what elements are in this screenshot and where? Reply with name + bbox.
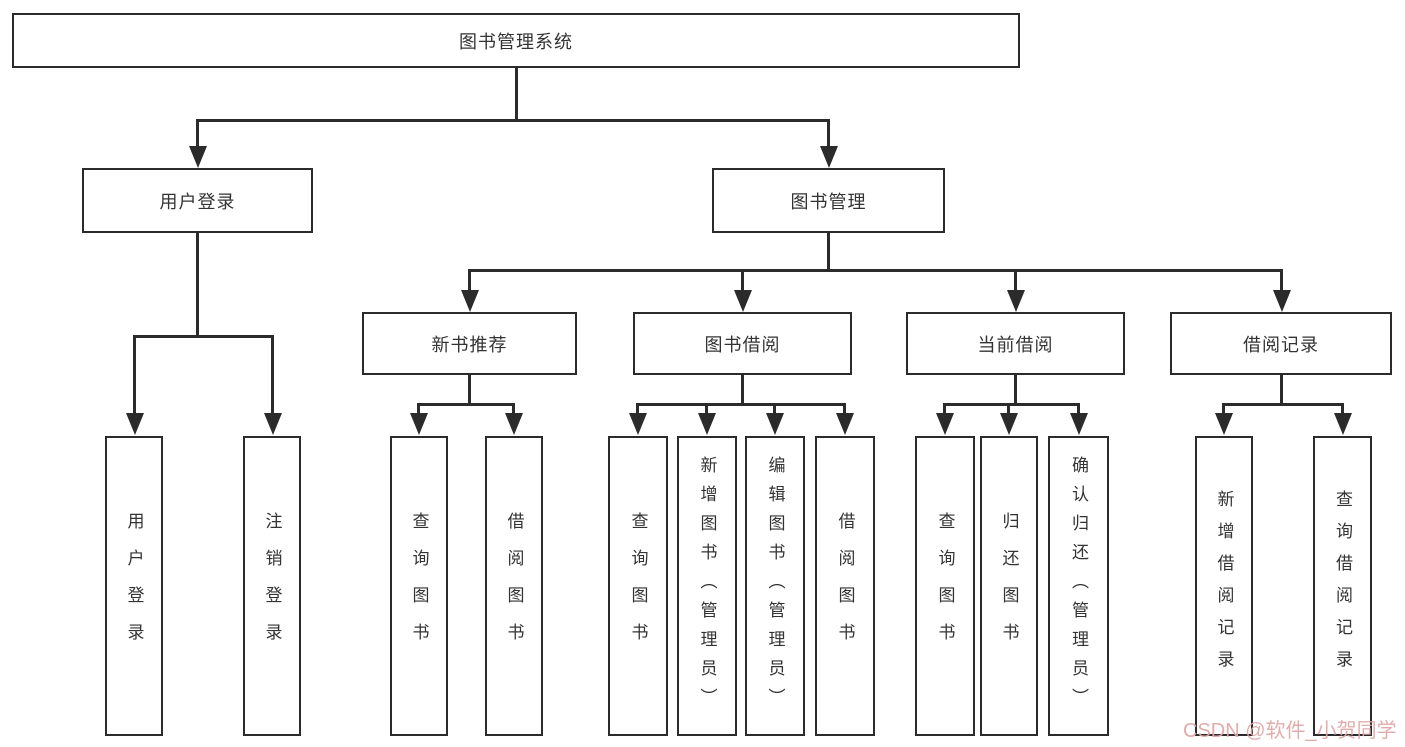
arrow-down-icon [1070, 413, 1088, 435]
leaf-current-confirm-return-admin: 确认归还（管理员） [1048, 436, 1109, 736]
arrow-down-icon [629, 413, 647, 435]
arrow-down-icon [410, 413, 428, 435]
connector-leaf-stem [943, 403, 946, 415]
arrow-down-icon [505, 413, 523, 435]
leaf-current-query-books: 查询图书 [915, 436, 975, 736]
connector-root-stem [515, 68, 518, 120]
node-new-book-rec-label: 新书推荐 [431, 334, 508, 355]
arrow-down-icon [698, 413, 716, 435]
leaf-newrec-query-books: 查询图书 [390, 436, 448, 736]
connector-userlogin-down [196, 231, 199, 335]
connector-bookmgmt-rail [468, 269, 1282, 272]
connector-leaf-stem [636, 403, 639, 415]
leaf-record-add: 新增借阅记录 [1195, 436, 1253, 736]
arrow-down-icon [820, 146, 838, 168]
csdn-watermark: CSDN @软件_小贺同学 [1183, 720, 1397, 742]
arrow-down-icon [189, 146, 207, 168]
connector-leaf-stem [773, 403, 776, 415]
connector-leaf-stem [1007, 403, 1010, 415]
connector-bookmgmt-down [827, 231, 830, 272]
arrow-down-icon [936, 413, 954, 435]
connector-leaf-stem [417, 403, 420, 415]
arrow-down-icon [1215, 413, 1233, 435]
arrow-down-icon [734, 290, 752, 312]
node-user-login-label: 用户登录 [159, 191, 236, 212]
node-book-mgmt-label: 图书管理 [790, 191, 867, 212]
leaf-borrow-add-books-admin-label: 新增图书（管理员） [697, 455, 717, 717]
connector-leaf-stem [1014, 269, 1017, 292]
connector-currentborrow-rail [943, 403, 1080, 406]
connector-leaf-stem [741, 269, 744, 292]
leaf-borrow-edit-books-admin-label: 编辑图书（管理员） [765, 455, 785, 717]
connector-borrowrecord-rail [1222, 403, 1344, 406]
connector-leaf-stem [271, 335, 274, 414]
connector-leaf-stem [512, 403, 515, 415]
leaf-borrow-borrow-books: 借阅图书 [815, 436, 875, 736]
node-book-borrow: 图书借阅 [633, 312, 852, 375]
arrow-down-icon [836, 413, 854, 435]
leaf-user-login: 用户登录 [105, 436, 163, 736]
connector-leaf-stem [843, 403, 846, 415]
node-current-borrow-label: 当前借阅 [977, 334, 1054, 355]
connector-leaf-stem [468, 269, 471, 292]
node-current-borrow: 当前借阅 [906, 312, 1125, 375]
connector-leaf-stem [705, 403, 708, 415]
leaf-newrec-borrow-books-label: 借阅图书 [504, 512, 524, 660]
leaf-current-return-books: 归还图书 [980, 436, 1038, 736]
node-root: 图书管理系统 [12, 13, 1020, 68]
connector-leaf-stem [1222, 403, 1225, 415]
node-root-label: 图书管理系统 [459, 31, 573, 52]
leaf-borrow-query-books-label: 查询图书 [628, 512, 648, 660]
node-borrow-record-label: 借阅记录 [1243, 334, 1319, 355]
leaf-record-add-label: 新增借阅记录 [1214, 490, 1234, 682]
leaf-logout: 注销登录 [243, 436, 301, 736]
arrow-down-icon [1007, 290, 1025, 312]
connector-borrowrecord-down [1280, 375, 1283, 406]
arrow-down-icon [1273, 290, 1291, 312]
connector-userlogin-stem [196, 119, 199, 148]
leaf-borrow-borrow-books-label: 借阅图书 [835, 512, 855, 660]
connector-newrec-down [468, 375, 471, 406]
connector-userlogin-rail [133, 335, 274, 338]
connector-newrec-rail [417, 403, 515, 406]
connector-leaf-stem [1077, 403, 1080, 415]
connector-bookborrow-down [741, 375, 744, 406]
leaf-current-query-books-label: 查询图书 [935, 512, 955, 660]
node-book-mgmt: 图书管理 [712, 168, 945, 233]
node-borrow-record: 借阅记录 [1170, 312, 1392, 375]
arrow-down-icon [1334, 413, 1352, 435]
connector-root-rail [196, 119, 830, 122]
node-book-borrow-label: 图书借阅 [704, 334, 781, 355]
leaf-user-login-label: 用户登录 [124, 512, 144, 660]
leaf-borrow-edit-books-admin: 编辑图书（管理员） [745, 436, 805, 736]
leaf-record-query-label: 查询借阅记录 [1333, 490, 1352, 682]
connector-currentborrow-down [1014, 375, 1017, 406]
arrow-down-icon [766, 413, 784, 435]
node-user-login: 用户登录 [82, 168, 313, 233]
leaf-borrow-query-books: 查询图书 [608, 436, 668, 736]
node-new-book-rec: 新书推荐 [362, 312, 577, 375]
connector-leaf-stem [133, 335, 136, 414]
leaf-newrec-query-books-label: 查询图书 [409, 512, 429, 660]
connector-bookborrow-rail [636, 403, 846, 406]
arrow-down-icon [126, 413, 144, 435]
leaf-current-confirm-return-admin-label: 确认归还（管理员） [1069, 455, 1088, 717]
arrow-down-icon [1000, 413, 1018, 435]
leaf-record-query: 查询借阅记录 [1313, 436, 1372, 736]
arrow-down-icon [264, 413, 282, 435]
arrow-down-icon [461, 290, 479, 312]
leaf-logout-label: 注销登录 [262, 512, 282, 660]
connector-leaf-stem [1280, 269, 1283, 292]
leaf-current-return-books-label: 归还图书 [999, 512, 1019, 660]
connector-leaf-stem [1341, 403, 1344, 415]
leaf-newrec-borrow-books: 借阅图书 [485, 436, 543, 736]
leaf-borrow-add-books-admin: 新增图书（管理员） [677, 436, 737, 736]
connector-bookmgmt-stem [827, 119, 830, 148]
